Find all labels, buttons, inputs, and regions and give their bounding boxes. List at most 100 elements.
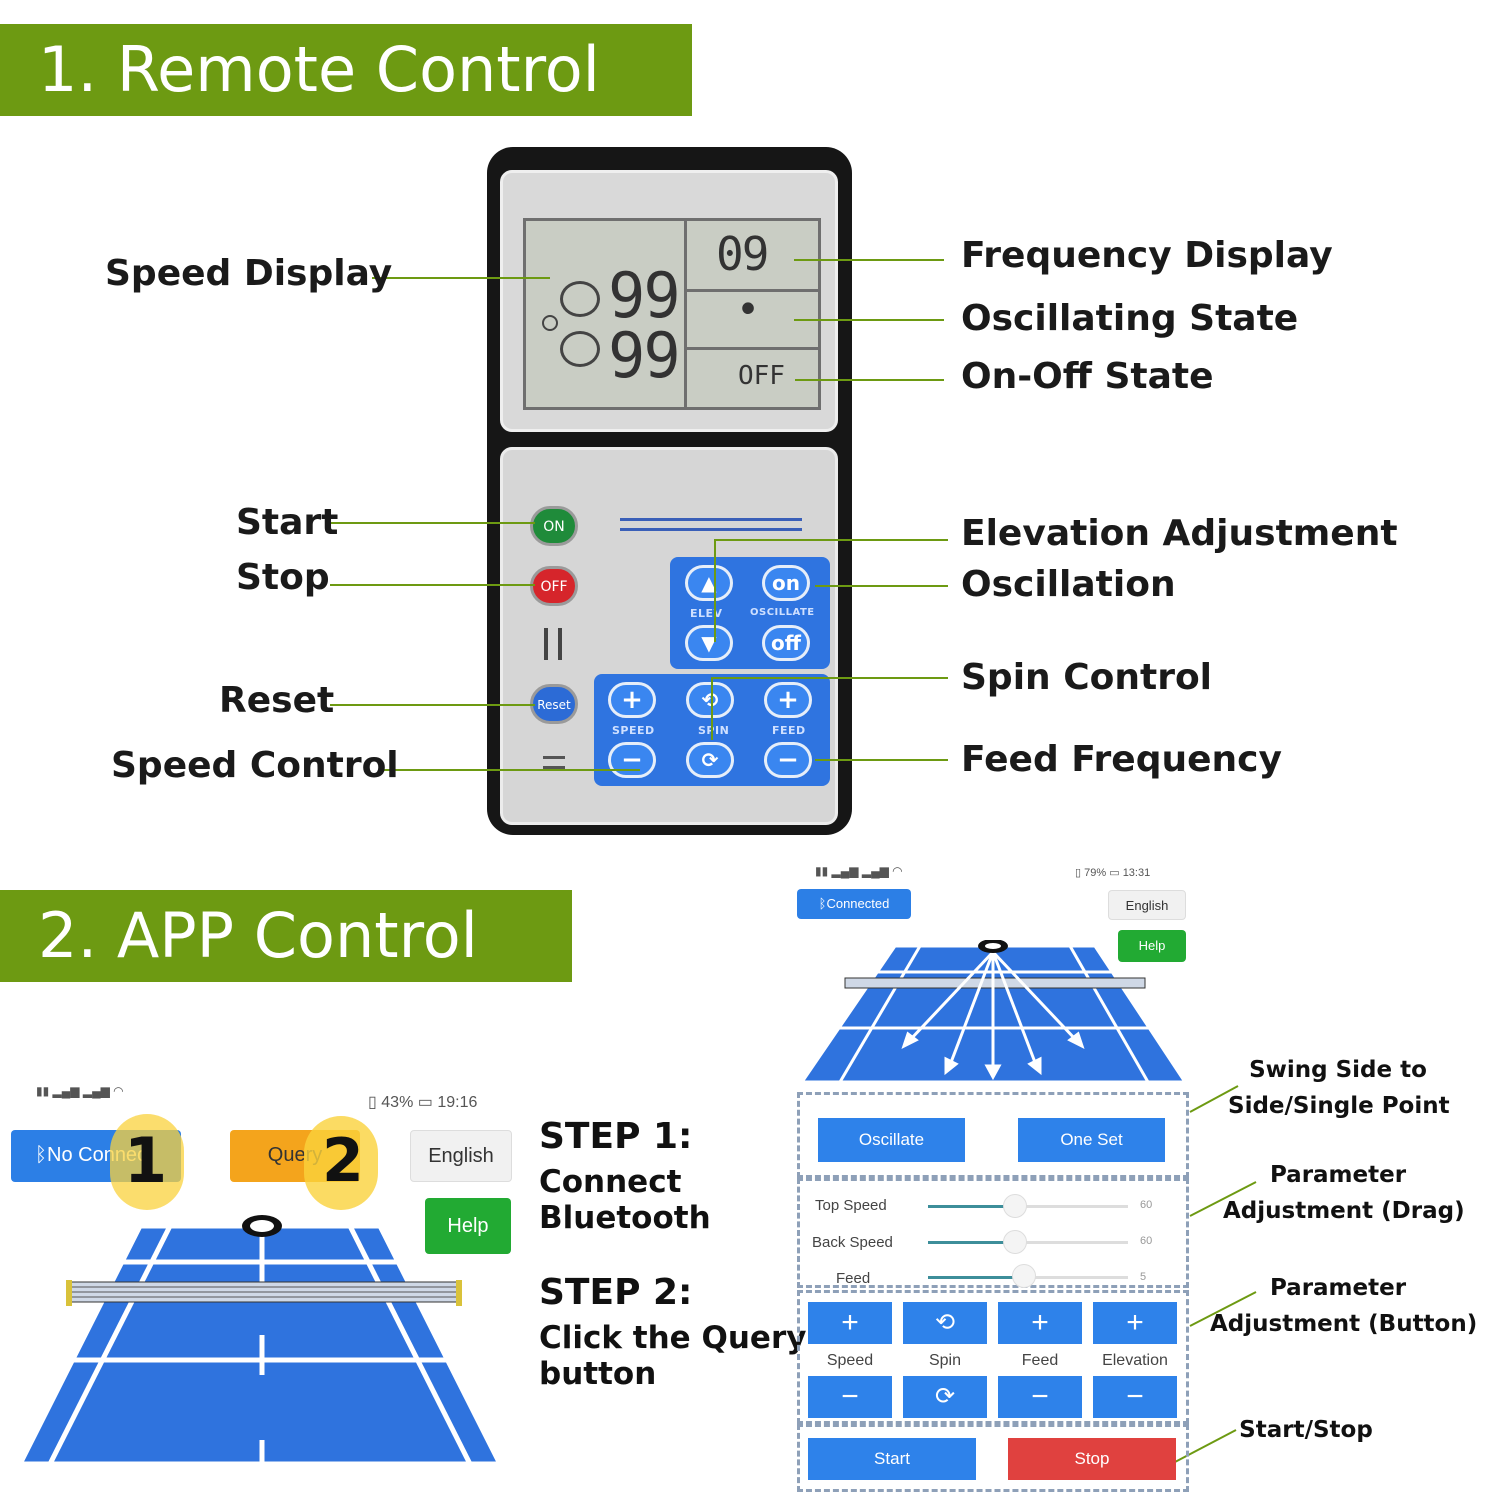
speed-spin-feed-panel: + ⟲ + SPEED SPIN FEED − ⟳ − [594, 674, 830, 786]
label-start: Start [236, 502, 339, 543]
court-right [800, 940, 1188, 1084]
feed-plus-app-button[interactable]: + [998, 1302, 1082, 1344]
stop-button[interactable]: Stop [1008, 1438, 1176, 1480]
label-frequency-display: Frequency Display [961, 235, 1333, 276]
feed-caption: FEED [772, 724, 806, 737]
label-elevation-adjustment: Elevation Adjustment [961, 513, 1398, 554]
slider-track-back-speed[interactable] [928, 1241, 1128, 1244]
label-speed-display: Speed Display [105, 253, 393, 294]
speed-plus-button[interactable]: + [608, 682, 656, 718]
elev-oscillate-panel: ▲ on ELEV OSCILLATE ▼ off [670, 557, 830, 669]
slider-value-feed: 5 [1140, 1271, 1147, 1283]
spin-up-app-button[interactable]: ⟲ [903, 1302, 987, 1344]
step-2-title: STEP 2: [539, 1272, 693, 1313]
one-set-button[interactable]: One Set [1018, 1118, 1165, 1162]
on-button[interactable]: ON [530, 506, 578, 546]
spin-up-button[interactable]: ⟲ [686, 682, 734, 718]
step-1-line-1: Connect [539, 1164, 682, 1200]
label-feed-frequency: Feed Frequency [961, 739, 1282, 780]
slider-label-feed: Feed [836, 1270, 871, 1287]
speed-display-bottom: 99 [608, 319, 681, 392]
label-swing-line-2: Side/Single Point [1228, 1093, 1450, 1119]
lcd-screen: 99 99 09 • OFF [523, 218, 821, 410]
elev-up-button[interactable]: ▲ [685, 565, 733, 601]
oscillating-state: • [736, 287, 760, 333]
section-title-remote: 1. Remote Control [0, 24, 692, 116]
status-signal-icon-right: ▮▮ ▂▄▆ ▂▄▆ ◠ [815, 864, 903, 878]
label-drag-line-2: Adjustment (Drag) [1223, 1198, 1465, 1224]
bluetooth-icon: ᛒ [818, 896, 827, 911]
spin-caption: SPIN [698, 724, 730, 737]
label-button-line-2: Adjustment (Button) [1210, 1311, 1478, 1337]
label-oscillating-state: Oscillating State [961, 298, 1299, 339]
step-2-line-1: Click the Query [539, 1320, 807, 1356]
label-drag-line-1: Parameter [1269, 1162, 1407, 1188]
feed-plus-button[interactable]: + [764, 682, 812, 718]
section-title-app: 2. APP Control [0, 890, 572, 982]
court-left [15, 1215, 505, 1467]
battery-icon: ▭ [417, 1094, 433, 1111]
english-button[interactable]: English [410, 1130, 512, 1182]
label-on-off-state: On-Off State [961, 356, 1214, 397]
slider-value-top-speed: 60 [1140, 1199, 1153, 1211]
caption-speed: Speed [826, 1352, 874, 1369]
frequency-display: 09 [716, 227, 769, 281]
bluetooth-icon: ᛒ [35, 1144, 47, 1166]
label-oscillation: Oscillation [961, 564, 1176, 605]
on-off-state: OFF [738, 361, 785, 391]
spin-down-button[interactable]: ⟳ [686, 742, 734, 778]
elevation-plus-app-button[interactable]: + [1093, 1302, 1177, 1344]
step-2-marker: 2 [322, 1126, 364, 1196]
label-start-stop: Start/Stop [1239, 1417, 1373, 1443]
swing-mode-box [797, 1092, 1189, 1178]
step-1-marker: 1 [124, 1124, 168, 1197]
help-button[interactable]: Help [425, 1198, 511, 1254]
slider-thumb-back-speed[interactable] [1003, 1230, 1027, 1254]
slider-track-top-speed[interactable] [928, 1205, 1128, 1208]
label-speed-control: Speed Control [111, 745, 399, 786]
label-spin-control: Spin Control [961, 657, 1213, 698]
label-button-line-1: Parameter [1269, 1275, 1407, 1301]
slider-label-top-speed: Top Speed [815, 1197, 887, 1214]
caption-spin: Spin [928, 1352, 962, 1369]
slider-box [797, 1178, 1189, 1288]
button-control-box [797, 1290, 1189, 1424]
elevation-minus-app-button[interactable]: − [1093, 1376, 1177, 1418]
caption-elevation: Elevation [1102, 1352, 1168, 1369]
elev-down-button[interactable]: ▼ [685, 625, 733, 661]
speed-plus-app-button[interactable]: + [808, 1302, 892, 1344]
oscillate-off-button[interactable]: off [762, 625, 810, 661]
vibrate-icon: ▯ [1075, 867, 1082, 879]
speed-caption: SPEED [612, 724, 655, 737]
oscillate-button[interactable]: Oscillate [818, 1118, 965, 1162]
slider-thumb-feed[interactable] [1012, 1264, 1036, 1288]
speed-display-top: 99 [608, 259, 681, 332]
caption-feed: Feed [1021, 1352, 1059, 1369]
step-1-line-2: Bluetooth [539, 1200, 711, 1236]
english-button-right[interactable]: English [1108, 890, 1186, 920]
speed-minus-app-button[interactable]: − [808, 1376, 892, 1418]
oscillate-caption: OSCILLATE [750, 607, 815, 618]
label-swing-line-1: Swing Side to [1249, 1057, 1427, 1083]
feed-minus-app-button[interactable]: − [998, 1376, 1082, 1418]
spin-down-app-button[interactable]: ⟳ [903, 1376, 987, 1418]
connected-button[interactable]: ᛒConnected [797, 889, 911, 919]
step-2-line-2: button [539, 1356, 657, 1392]
battery-icon: ▭ [1109, 867, 1120, 879]
slider-thumb-top-speed[interactable] [1003, 1194, 1027, 1218]
step-1-title: STEP 1: [539, 1116, 693, 1157]
slider-label-back-speed: Back Speed [812, 1234, 893, 1251]
feed-minus-button[interactable]: − [764, 742, 812, 778]
vibrate-icon: ▯ [368, 1094, 377, 1111]
help-button-right[interactable]: Help [1118, 930, 1186, 962]
status-bar-right: ▯ 79% ▭ 13:31 [1075, 867, 1151, 879]
status-signal-icon: ▮▮ ▂▄▆ ▂▄▆ ◠ [36, 1084, 124, 1098]
step-1-highlight [110, 1114, 184, 1210]
start-button[interactable]: Start [808, 1438, 976, 1480]
status-bar-left: ▯ 43% ▭ 19:16 [368, 1094, 478, 1111]
start-stop-box [797, 1424, 1189, 1492]
label-reset: Reset [219, 680, 335, 721]
speed-minus-button[interactable]: − [608, 742, 656, 778]
oscillate-on-button[interactable]: on [762, 565, 810, 601]
